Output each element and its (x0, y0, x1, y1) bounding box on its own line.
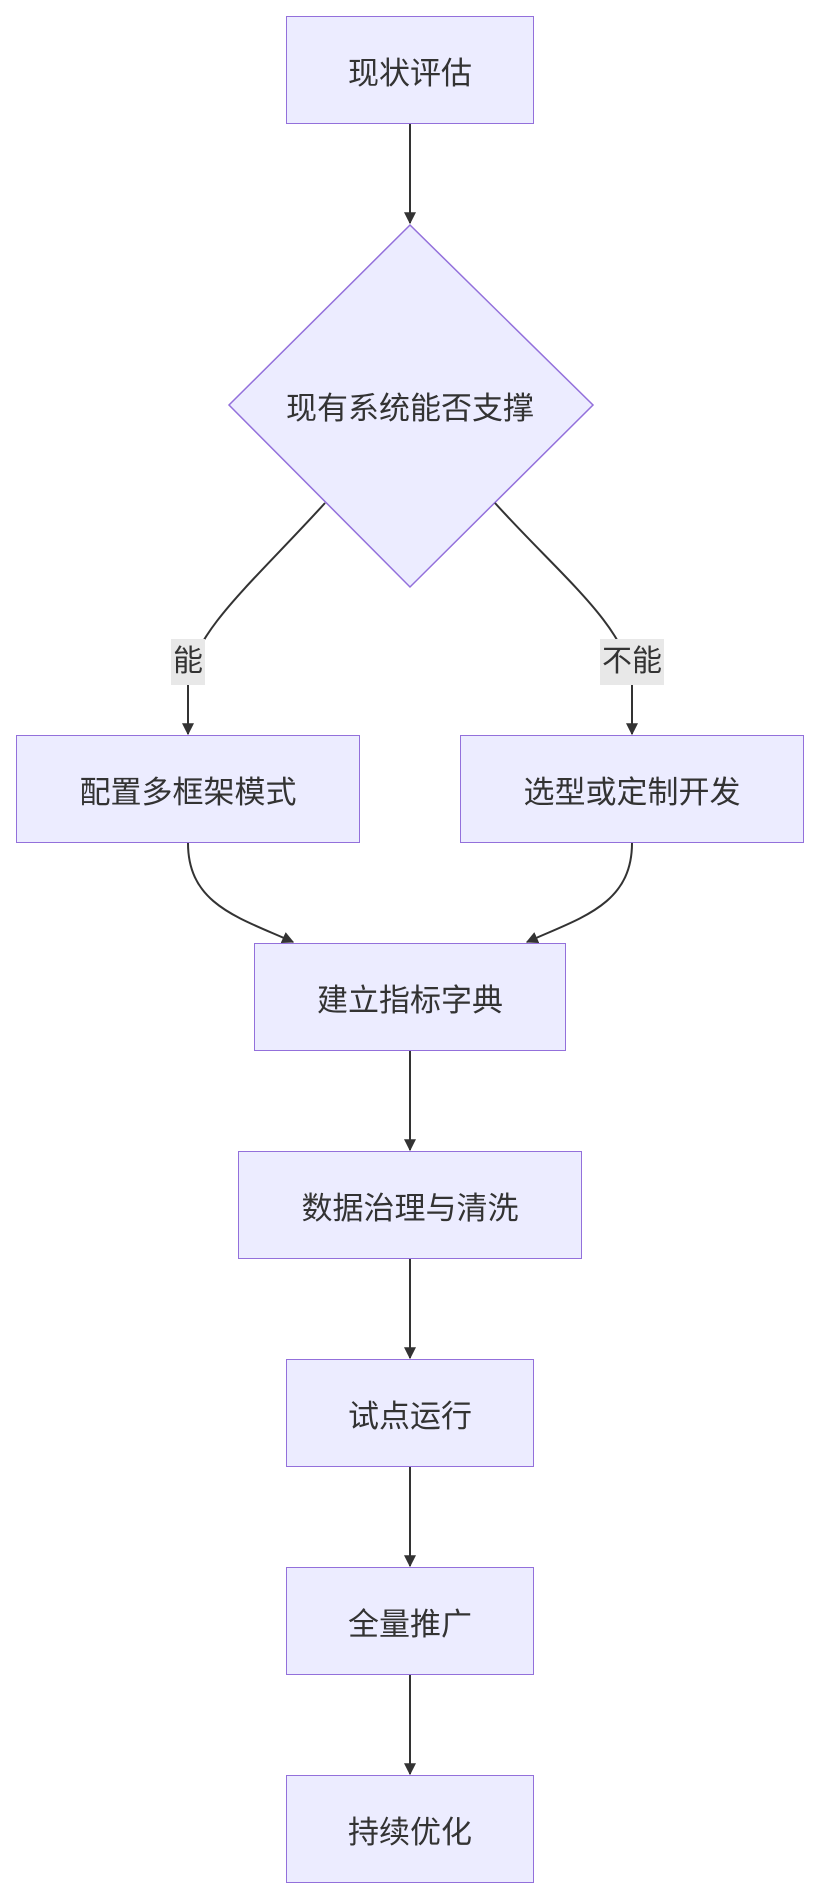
node-optimize: 持续优化 (286, 1775, 534, 1883)
node-rollout: 全量推广 (286, 1567, 534, 1675)
edge-label-yes: 能 (171, 639, 205, 685)
node-develop: 选型或定制开发 (460, 735, 804, 843)
edge-label-no: 不能 (600, 639, 664, 685)
node-governance: 数据治理与清洗 (238, 1151, 582, 1259)
node-configure: 配置多框架模式 (16, 735, 360, 843)
edge-develop-to-dictionary (525, 842, 633, 944)
decision-diamond (227, 223, 595, 589)
node-decision-label: 现有系统能否支撑 (286, 390, 534, 427)
node-dictionary: 建立指标字典 (254, 943, 566, 1051)
edge-configure-to-dictionary (187, 842, 295, 944)
edge-decision-to-develop (494, 502, 638, 736)
edge-decision-to-configure (182, 502, 326, 736)
node-pilot: 试点运行 (286, 1359, 534, 1467)
node-assess: 现状评估 (286, 16, 534, 124)
